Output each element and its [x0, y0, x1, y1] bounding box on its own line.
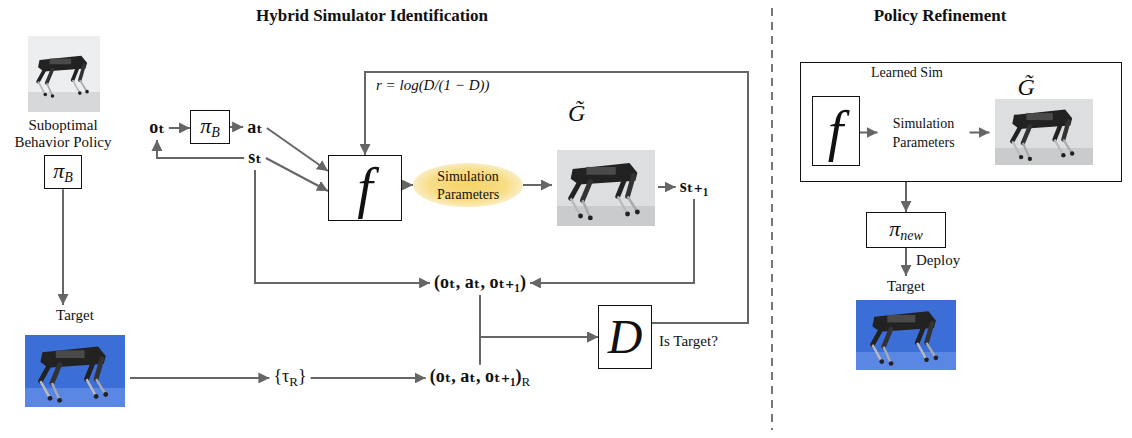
connector-arrow — [266, 158, 328, 191]
robot-figure — [995, 99, 1093, 165]
node-text: (oₜ, aₜ, oₜ₊₁) — [434, 272, 526, 292]
text-line: πB — [53, 159, 73, 186]
annotation-label: Is Target? — [659, 333, 718, 350]
variable-label: oₜ — [145, 116, 169, 140]
variable-label: sₜ₊₁ — [676, 175, 713, 199]
parameter-ellipse: Simulation Parameters — [413, 163, 523, 207]
connector-arrow — [523, 184, 552, 186]
node-caption: Target — [20, 307, 130, 324]
target-figure: Target — [20, 305, 130, 411]
discriminator-box: D — [598, 305, 652, 369]
node-text: } — [298, 366, 307, 386]
connector-arrow — [311, 377, 426, 379]
subscript-text: new — [900, 228, 923, 243]
connector-arrow — [905, 248, 907, 276]
divider-line — [771, 8, 773, 430]
policy-box: πB — [190, 110, 230, 145]
node-text: D — [608, 310, 643, 363]
subscript-text: B — [211, 125, 220, 140]
node-text: sₜ₊₁ — [680, 176, 709, 196]
text-line: f — [357, 160, 373, 216]
section-title: Policy Refinement — [874, 6, 1007, 26]
connector-arrow — [402, 184, 413, 186]
text-line: D — [608, 313, 643, 361]
text-line: Simulation Parameters — [882, 114, 966, 150]
node-text: aₜ — [247, 117, 263, 137]
connector-arrow — [267, 128, 328, 171]
text-line: sₜ₊₁ — [680, 177, 709, 197]
edge-label: Deploy — [914, 252, 962, 269]
text-line: πB — [200, 114, 220, 141]
connector-arrow — [905, 182, 907, 212]
variable-label: sₜ — [244, 146, 266, 170]
text-line: sₜ — [248, 148, 262, 168]
learned-sim-box: Learned Sim f Simulation Parameters G̃ — [800, 62, 1122, 182]
section-title: Hybrid Simulator Identification — [256, 6, 488, 26]
robot-figure — [856, 300, 956, 370]
node-text: π — [889, 216, 900, 241]
node-caption: G̃ — [1018, 74, 1035, 101]
node-caption: Target — [851, 278, 961, 295]
text-line: (oₜ, aₜ, oₜ₊₁) — [434, 273, 526, 293]
text-line: Simulation Parameters — [426, 167, 510, 203]
edge-label: r = log(D/(1 − D)) — [374, 77, 492, 94]
node-text: (oₜ, aₜ, oₜ₊₁) — [430, 366, 522, 386]
node-heading: Suboptimal Behavior Policy — [7, 117, 119, 152]
subscript-text: R — [522, 374, 531, 389]
text-line: (oₜ, aₜ, oₜ₊₁)R — [430, 367, 531, 389]
ellipse-fill — [413, 163, 523, 207]
node-text: sₜ — [248, 147, 262, 167]
function-box: f — [328, 155, 402, 221]
node-text: π — [200, 113, 211, 138]
robot-figure — [25, 335, 125, 407]
text-line: πnew — [889, 217, 923, 244]
connector-arrow — [530, 199, 694, 283]
target-figure: Target — [851, 276, 961, 372]
simulator-figure: G̃ — [990, 72, 1096, 168]
transition-tuple: (oₜ, aₜ, oₜ₊₁) — [430, 271, 530, 295]
node-text: oₜ — [149, 117, 165, 137]
parameter-label: Simulation Parameters — [878, 112, 970, 152]
node-text: π — [53, 158, 64, 183]
connector-arrow — [230, 126, 243, 128]
transition-tuple: (oₜ, aₜ, oₜ₊₁)R — [426, 365, 535, 391]
policy-box: Suboptimal Behavior PolicyπB — [44, 155, 82, 190]
trajectory-set: {τR} — [269, 365, 310, 391]
robot-figure — [557, 150, 655, 226]
connector-arrow — [860, 132, 878, 134]
policy-box: πnew — [866, 212, 946, 248]
subscript-text: R — [289, 374, 298, 389]
variable-label: aₜ — [243, 116, 267, 140]
connector-arrow — [658, 186, 676, 188]
node-text: Simulation Parameters — [437, 169, 499, 202]
node-caption: G̃ — [568, 100, 585, 127]
text-line: {τR} — [273, 367, 306, 389]
text-line: f — [828, 103, 844, 159]
connector-arrow — [365, 72, 748, 323]
subscript-text: B — [64, 170, 73, 185]
connector-arrow — [130, 377, 269, 379]
function-box: f — [812, 96, 860, 166]
connector-arrow — [480, 295, 598, 337]
text-line: aₜ — [247, 118, 263, 138]
connector-arrow — [480, 337, 598, 365]
node-text: Simulation Parameters — [892, 116, 954, 149]
connector-arrow — [169, 127, 190, 129]
connector-arrow — [970, 132, 990, 134]
node-caption: Learned Sim — [871, 65, 943, 81]
node-text: {τ — [273, 366, 289, 386]
node-text: f — [828, 100, 844, 162]
node-text: f — [357, 157, 373, 219]
robot-figure — [28, 36, 100, 112]
text-line: oₜ — [149, 118, 165, 138]
connector-arrow — [62, 189, 64, 305]
simulator-figure: G̃ — [552, 98, 658, 228]
